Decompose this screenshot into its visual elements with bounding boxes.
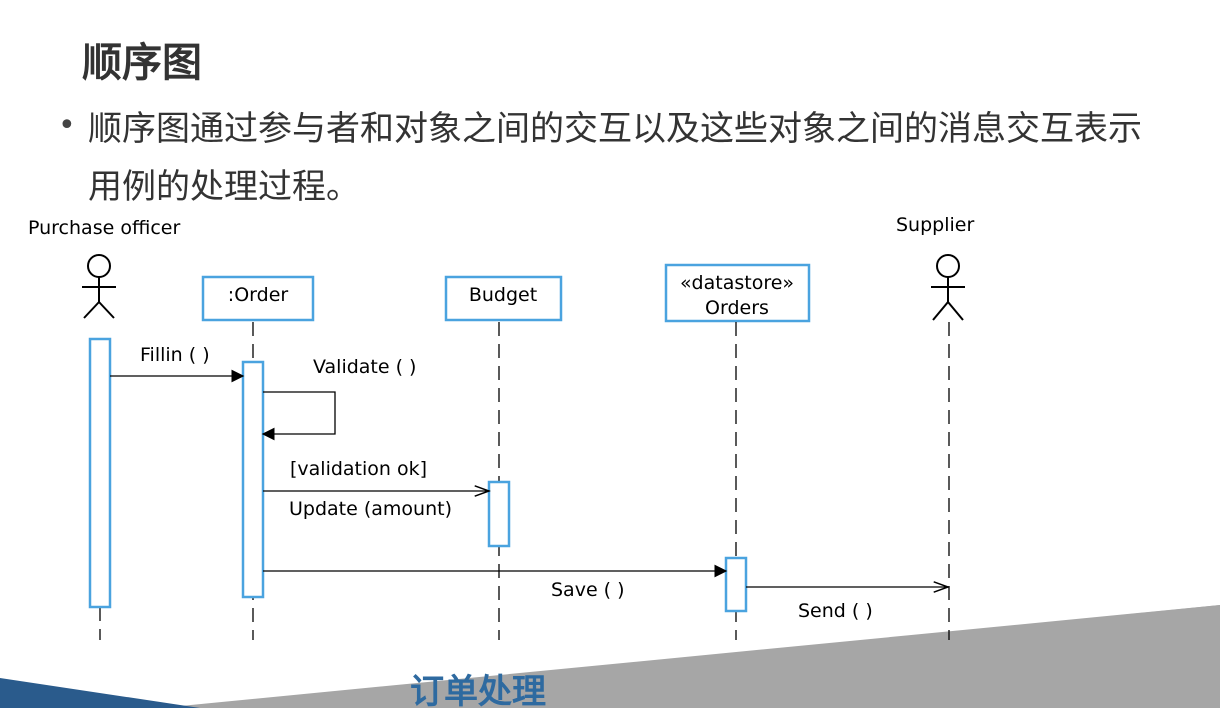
- message-label-validate: Validate ( ): [313, 356, 416, 378]
- slide-title: 顺序图: [82, 40, 202, 86]
- bullet-marker: •: [58, 108, 76, 143]
- actor-icon-purchase-officer: [82, 254, 116, 319]
- object-box-budget: [444, 275, 563, 322]
- footer-blue-band: [0, 678, 200, 708]
- actor-label-supplier: Supplier: [896, 214, 974, 236]
- object-box-orders: [664, 263, 811, 323]
- activation-budget: [487, 480, 511, 548]
- activation-purchase-officer: [88, 337, 112, 609]
- message-label-fillin: Fillin ( ): [140, 344, 210, 366]
- object-label-budget: Budget: [469, 284, 537, 306]
- actor-label-purchase-officer: Purchase officer: [28, 217, 180, 239]
- object-label-order: :Order: [228, 284, 289, 306]
- object-label-orders: Orders: [705, 297, 769, 319]
- activation-order: [241, 360, 265, 599]
- activation-orders: [724, 556, 748, 613]
- message-label-send: Send ( ): [798, 600, 873, 622]
- lifelines: [99, 322, 950, 640]
- object-box-order: [201, 275, 315, 322]
- footer-title: 订单处理: [410, 672, 546, 712]
- message-arrow-validate: [261, 391, 336, 441]
- message-label-save: Save ( ): [551, 579, 625, 601]
- actor-icon-supplier: [931, 254, 965, 321]
- message-guard-validation-ok: [validation ok]: [290, 458, 427, 480]
- footer-gray-band-fill: [160, 605, 1220, 708]
- bullet-text: 顺序图通过参与者和对象之间的交互以及这些对象之间的消息交互表示用例的处理过程。: [88, 109, 1142, 207]
- message-label-update: Update (amount): [289, 498, 452, 520]
- object-stereotype-datastore: «datastore»: [680, 272, 794, 294]
